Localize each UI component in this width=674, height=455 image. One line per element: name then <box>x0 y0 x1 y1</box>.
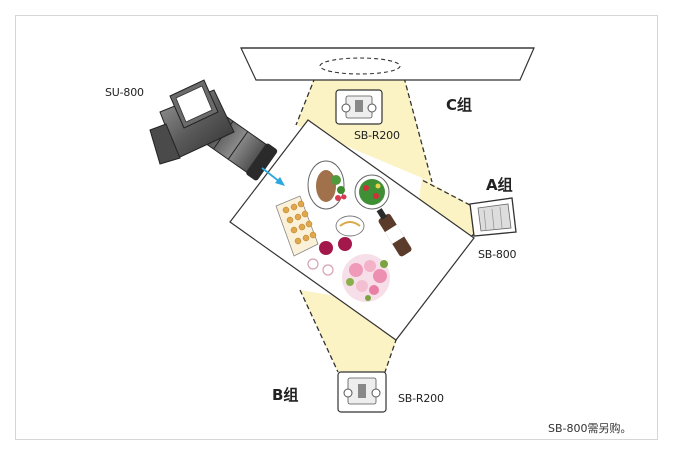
flash-c-label: SB-R200 <box>354 129 400 142</box>
food-items <box>275 160 412 302</box>
flash-sb-800-a-icon <box>469 197 517 237</box>
group-c-label: C组 <box>446 96 473 114</box>
reflector-spot <box>319 57 401 75</box>
flash-sb-r200-c-icon <box>335 89 383 125</box>
signal-arrow-icon <box>261 167 285 186</box>
flash-sb-r200-b-icon <box>337 371 387 413</box>
flash-b-label: SB-R200 <box>398 392 444 405</box>
camera-su-800-icon <box>149 79 278 181</box>
reflector-board <box>240 47 535 81</box>
light-beam-c <box>296 68 432 182</box>
group-a-label: A组 <box>486 176 513 194</box>
commander-label: SU-800 <box>105 86 144 99</box>
purchase-note: SB-800需另购。 <box>548 422 632 435</box>
group-b-label: B组 <box>272 386 299 404</box>
flash-a-label: SB-800 <box>478 248 517 261</box>
